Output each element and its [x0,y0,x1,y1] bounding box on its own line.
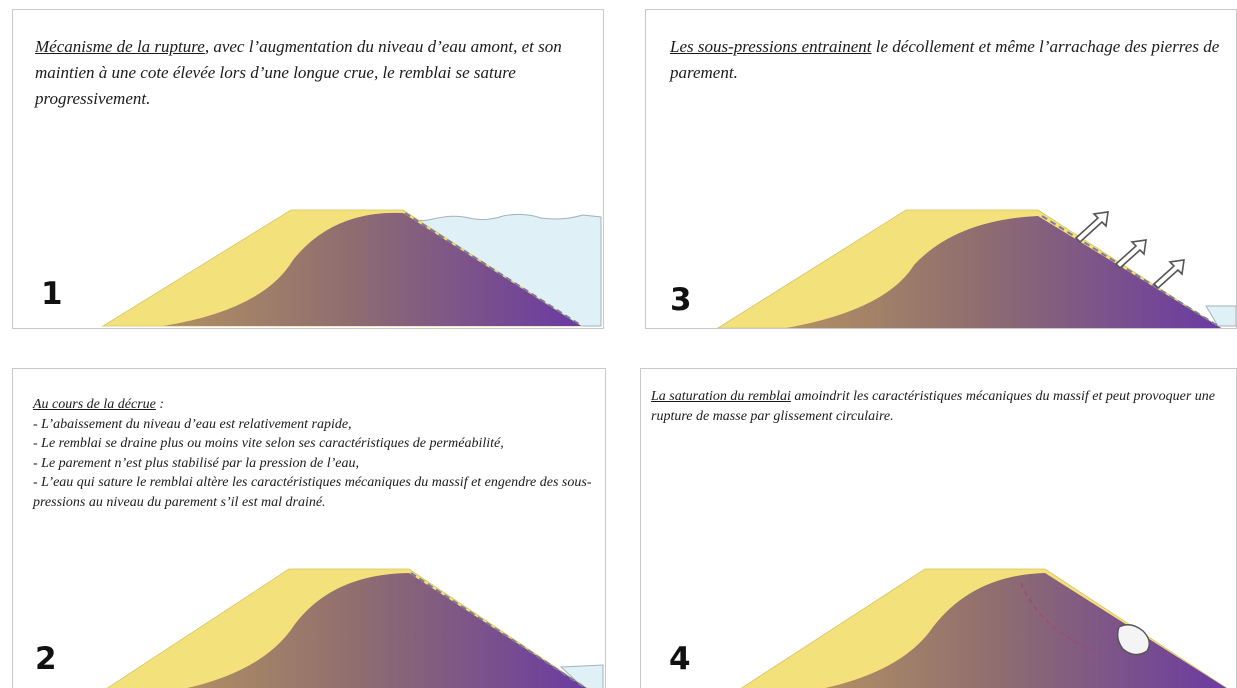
panel-2: Au cours de la décrue : - L’abaissement … [12,368,606,688]
caption-3-text: le décollement et même l’arrachage des p… [670,37,1220,82]
facing-stones [410,572,588,688]
water-upstream [404,213,602,327]
facing-stones [404,212,580,325]
caption-2-line-2: - Le remblai se draine plus ou moins vit… [33,436,504,451]
saturated-core [825,573,1227,688]
saturated-core [786,216,1221,328]
water-downstream-remnant [1205,305,1236,327]
step-number-2: 2 [25,639,67,679]
dam-diagram-3 [717,209,1236,328]
caption-3-title: Les sous-pressions entrainent [670,37,872,56]
caption-2-line-1: - L’abaissement du niveau d’eau est rela… [33,416,352,432]
dam-diagram-4 [740,568,1228,688]
caption-1: Mécanisme de la rupture, avec l’augmenta… [35,34,595,112]
panel-1: Mécanisme de la rupture, avec l’augmenta… [12,9,604,329]
facing-stones [1041,215,1219,327]
uplift-arrow [1074,211,1109,244]
caption-1-text: , avec l’augmentation du niveau d’eau am… [35,37,562,108]
uplift-arrow [1114,239,1147,270]
dam-diagram-2 [106,568,604,688]
caption-2-line-3: - Le parement n’est plus stabilisé par l… [33,455,359,471]
caption-4-title: La saturation du remblai [651,389,791,404]
caption-2-heading: Au cours de la décrue : [33,395,603,415]
uplift-arrows [1074,211,1185,290]
step-number-1: 1 [31,274,73,314]
dam-diagram-1 [101,209,602,327]
panel-3: Les sous-pressions entrainent le décolle… [645,9,1237,329]
caption-2-line-4: - L’eau qui sature le remblai altère les… [33,475,592,510]
step-number-4: 4 [659,639,701,679]
uplift-arrow [1152,259,1185,290]
caption-3: Les sous-pressions entrainent le décolle… [670,34,1230,86]
slip-circle [1020,582,1098,652]
failed-block [1116,624,1150,656]
panel-4: La saturation du remblai amoindrit les c… [640,368,1237,688]
step-number-3: 3 [660,280,702,320]
caption-1-title: Mécanisme de la rupture [35,37,205,56]
caption-2: Au cours de la décrue : - L’abaissement … [33,395,603,512]
saturated-core [187,573,587,688]
caption-2-title-suffix: : [155,397,165,412]
saturated-core [163,212,581,326]
caption-4: La saturation du remblai amoindrit les c… [651,387,1231,427]
caption-4-text: amoindrit les caractéristiques mécanique… [651,389,1215,424]
caption-2-title: Au cours de la décrue [33,397,156,412]
